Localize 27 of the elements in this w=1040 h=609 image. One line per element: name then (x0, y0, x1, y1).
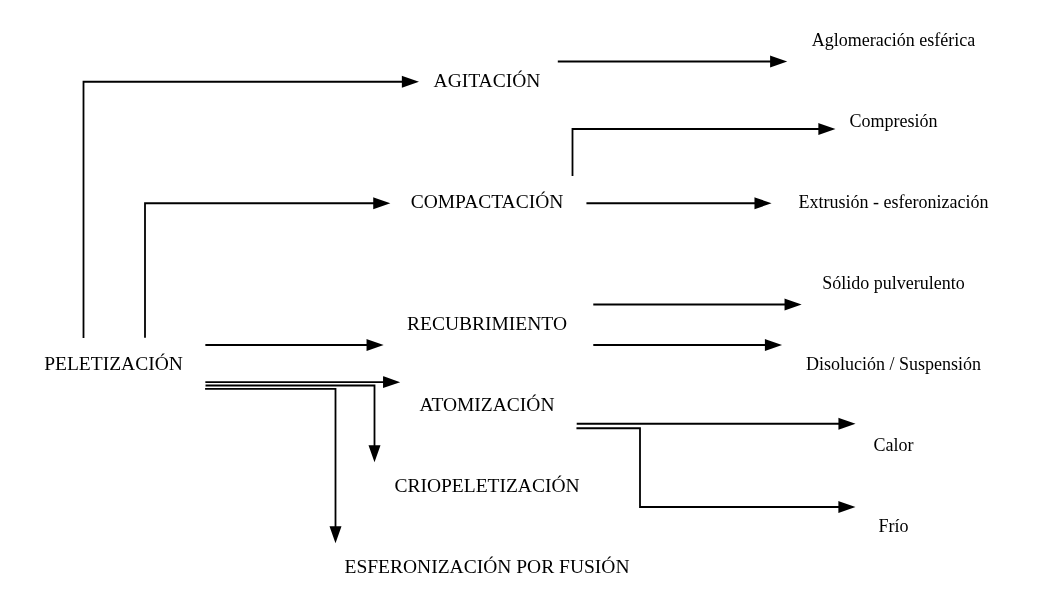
arrow (82, 75, 419, 339)
arrow (592, 298, 802, 311)
arrow (204, 384, 381, 463)
arrow (575, 427, 856, 513)
node-text: RECUBRIMIENTO (407, 312, 567, 334)
arrow (556, 55, 788, 68)
arrow (575, 417, 856, 430)
arrow (144, 197, 391, 339)
arrow (592, 339, 783, 351)
node-text: COMPACTACIÓN (410, 191, 564, 213)
node-text: Compresión (849, 110, 938, 131)
arrow (204, 376, 401, 389)
node-text: Disolución / Suspensión (805, 353, 982, 374)
node-text: Calor (873, 434, 914, 455)
arrow (204, 387, 342, 544)
node-text: Sólido pulverulento (822, 272, 965, 293)
node-text: AGITACIÓN (433, 69, 541, 91)
node-text: PELETIZACIÓN (44, 353, 183, 375)
arrow (204, 339, 384, 351)
node-text: Aglomeración esférica (811, 29, 976, 50)
arrow (585, 197, 772, 210)
node-text: CRIOPELETIZACIÓN (394, 474, 580, 496)
node-text: ESFERONIZACIÓN POR FUSIÓN (344, 555, 630, 577)
arrow (571, 123, 836, 177)
node-text: Frío (878, 515, 909, 536)
node-text: ATOMIZACIÓN (419, 393, 555, 415)
node-text: Extrusión - esferonización (798, 191, 989, 212)
